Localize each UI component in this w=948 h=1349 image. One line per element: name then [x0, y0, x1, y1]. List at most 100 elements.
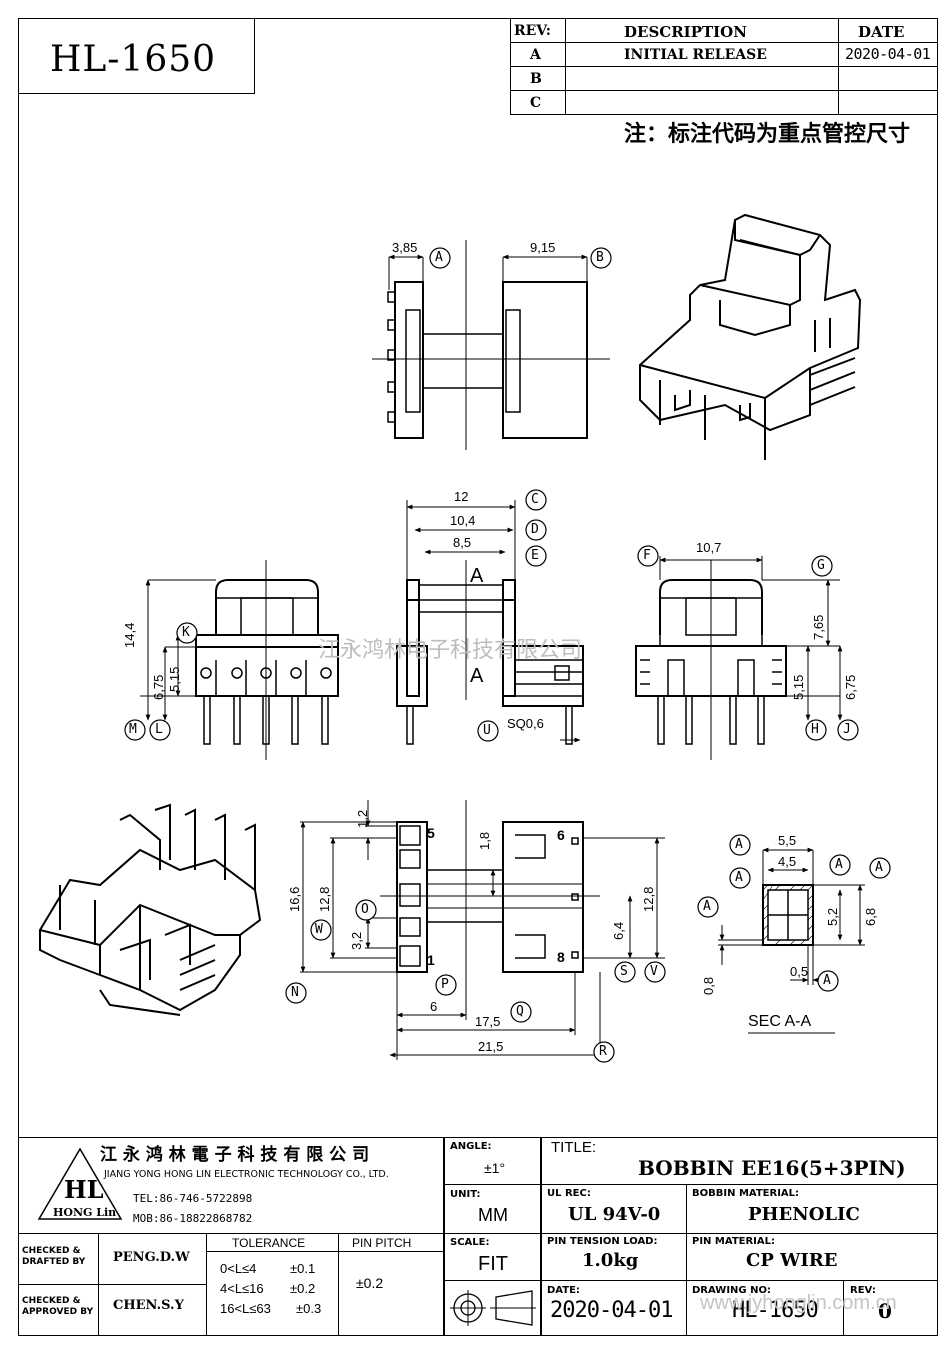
- checked-approved-label: CHECKED & APPROVED BY: [22, 1296, 94, 1317]
- section-label: SEC A-A: [748, 1013, 812, 1030]
- scale-value: FIT: [478, 1253, 508, 1275]
- tag-section-2: A: [835, 857, 843, 872]
- dim-12-8-left: 12,8: [317, 886, 332, 912]
- tag-w: W: [315, 922, 323, 937]
- rev-value: 0: [878, 1299, 892, 1323]
- tag-b: B: [596, 250, 604, 265]
- dim-8-5: 8,5: [453, 535, 472, 550]
- tag-d: D: [531, 522, 539, 537]
- dim-14-4: 14,4: [122, 622, 137, 648]
- pin-number-5: 5: [427, 825, 435, 841]
- tag-e: E: [531, 548, 539, 563]
- tag-v: V: [650, 964, 658, 979]
- tag-g: G: [817, 558, 825, 573]
- dim-5-15-right: 5,15: [791, 674, 806, 700]
- dim-3-85: 3,85: [392, 240, 418, 255]
- checked-drafted-name: PENG.D.W: [113, 1250, 190, 1265]
- date-header: DATE: [858, 23, 905, 41]
- side-view: [396, 500, 584, 745]
- dim-9-15: 9,15: [530, 240, 556, 255]
- tag-section-1: A: [735, 837, 743, 852]
- rev-row-a-rev: A: [530, 47, 541, 63]
- unit-value: MM: [478, 1205, 508, 1225]
- tag-circles: [124, 247, 891, 1063]
- logo-subtext: HONG Lin: [53, 1206, 117, 1219]
- dim-6-4: 6,4: [611, 921, 626, 940]
- projection-symbol: [450, 1290, 536, 1326]
- company-watermark: 江永鸿林电子科技有限公司: [318, 638, 583, 663]
- tag-o: O: [361, 902, 369, 917]
- tag-n: N: [291, 985, 299, 1000]
- dim-3-2: 3,2: [349, 931, 364, 950]
- dim-sq0-6: SQ0,6: [507, 716, 544, 731]
- bottom-view: [300, 800, 665, 1060]
- dim-6: 6: [430, 999, 438, 1014]
- unit-label: UNIT:: [450, 1189, 481, 1200]
- dim-10-4: 10,4: [450, 513, 476, 528]
- pin-tension-label: PIN TENSION LOAD:: [547, 1236, 658, 1247]
- dim-17-5: 17,5: [475, 1014, 501, 1029]
- tag-s: S: [620, 964, 628, 979]
- tag-section-4: A: [735, 870, 743, 885]
- pin-material-label: PIN MATERIAL:: [692, 1236, 775, 1247]
- pin-pitch-value: ±0.2: [356, 1275, 384, 1291]
- site-watermark: www.jyhonglin.com.cn: [700, 1292, 897, 1314]
- tolerance-value-1: ±0.1: [290, 1261, 316, 1276]
- angle-label: ANGLE:: [450, 1141, 492, 1152]
- tag-j: J: [843, 722, 851, 737]
- dim-0-5: 0,5: [790, 964, 809, 979]
- company-name-en: JIANG YONG HONG LIN ELECTRONIC TECHNOLOG…: [104, 1169, 389, 1180]
- rev-label: REV:: [850, 1285, 876, 1296]
- right-view: [635, 556, 843, 760]
- dim-5-2: 5,2: [825, 907, 840, 926]
- dim-6-8: 6,8: [863, 907, 878, 926]
- angle-value: ±1°: [484, 1160, 506, 1176]
- dim-0-8: 0,8: [701, 976, 716, 995]
- isometric-view-top: [639, 213, 862, 460]
- tag-h: H: [811, 722, 819, 737]
- tag-m: M: [129, 722, 137, 737]
- rev-row-a-date: 2020-04-01: [845, 45, 931, 63]
- ul-label: UL REC:: [547, 1188, 591, 1199]
- checked-approved-name: CHEN.S.Y: [113, 1298, 184, 1313]
- checked-drafted-label: CHECKED & DRAFTED BY: [22, 1246, 86, 1267]
- pin-pitch-label: PIN PITCH: [352, 1236, 412, 1250]
- dim-12-8-right: 12,8: [641, 886, 656, 912]
- rev-row-a-desc: INITIAL RELEASE: [624, 47, 767, 63]
- tag-section-5: A: [703, 899, 711, 914]
- section-mark-bottom: A: [470, 665, 484, 687]
- pin-number-6: 6: [557, 827, 565, 843]
- date-value: 2020-04-01: [550, 1298, 673, 1323]
- dim-21-5: 21,5: [478, 1039, 504, 1054]
- drawing-no-value: HL-1650: [732, 1298, 819, 1323]
- tag-r: R: [599, 1044, 607, 1059]
- date-label: DATE:: [547, 1285, 580, 1296]
- logo-text: HL: [64, 1175, 104, 1204]
- dim-16-6: 16,6: [287, 886, 302, 912]
- company-logo: [37, 1147, 123, 1220]
- dim-6-75-left: 6,75: [151, 674, 166, 700]
- tolerance-range-2: 4<L≤16: [220, 1281, 264, 1296]
- tag-section-6: A: [823, 973, 831, 988]
- isometric-view-bottom: [39, 803, 262, 1016]
- rev-header: REV:: [514, 23, 551, 39]
- company-name-cn: 江 永 鸿 林 電 子 科 技 有 限 公 司: [100, 1145, 370, 1165]
- pin-number-1: 1: [427, 952, 435, 968]
- section-mark-top: A: [470, 565, 484, 587]
- dim-7-65: 7,65: [811, 614, 826, 640]
- top-view: [372, 240, 610, 450]
- rev-row-c-rev: C: [530, 95, 542, 111]
- tolerance-label: TOLERANCE: [232, 1236, 306, 1250]
- tag-u: U: [483, 723, 491, 738]
- company-mob: MOB:86-18822868782: [133, 1212, 253, 1225]
- drawing-code-title: HL-1650: [50, 39, 217, 80]
- dim-6-75-right: 6,75: [843, 674, 858, 700]
- control-dimension-note: 注：标注代码为重点管控尺寸: [624, 122, 911, 147]
- tolerance-value-2: ±0.2: [290, 1281, 316, 1296]
- dim-5-5: 5,5: [778, 833, 797, 848]
- drawing-no-label: DRAWING NO:: [692, 1285, 771, 1296]
- title-label: TITLE:: [551, 1139, 597, 1156]
- ul-value: UL 94V-0: [568, 1204, 661, 1225]
- front-view: [140, 560, 339, 760]
